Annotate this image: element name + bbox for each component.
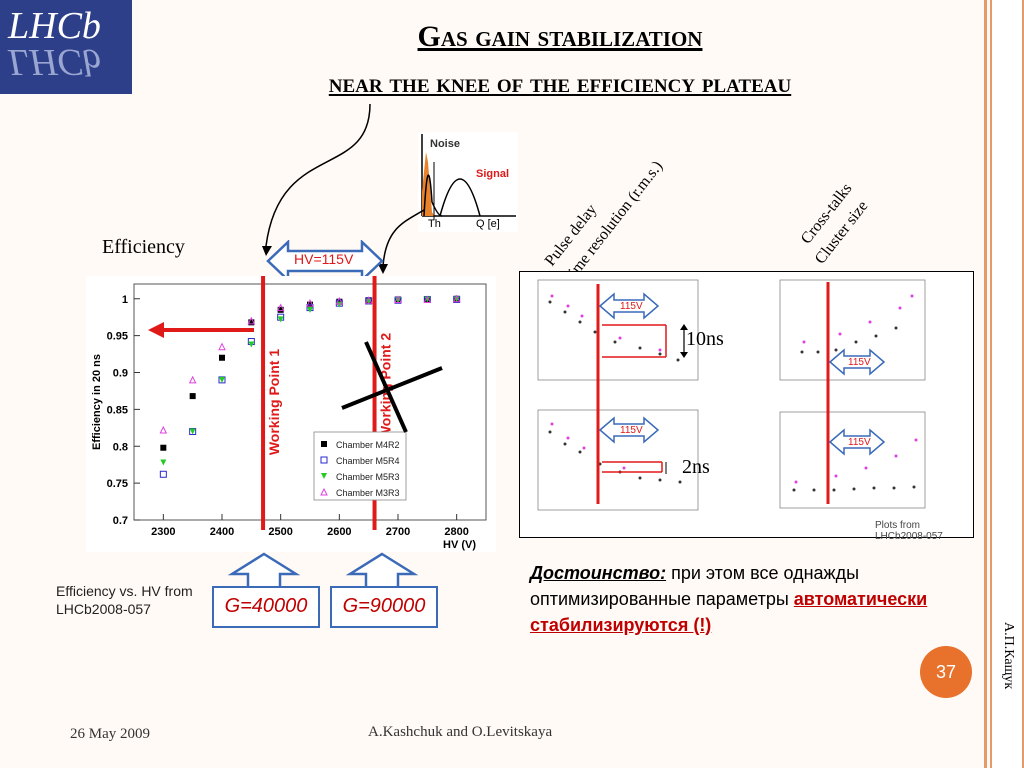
parameter-plots: [537, 279, 926, 511]
legend-box: [313, 431, 407, 501]
data-point: [219, 376, 225, 383]
hv-arrow-label: HV=115V: [294, 251, 354, 267]
hv-label-top-right: 115V: [848, 357, 871, 368]
hv-label-bottom-left: 115V: [620, 425, 643, 436]
plot-frame: [133, 283, 487, 521]
data-point: [335, 296, 344, 305]
efficiency-chart-panel: 0.7 0.75 0.8 0.85 0.9 0.95 1 2300 2400 2500 2600 27…: [86, 276, 496, 552]
page-title: Gas gain stabilization: [417, 20, 703, 53]
footer-authors: A.Kashchuk and O.Levitskaya: [368, 724, 553, 740]
advantage-heading: Достоинство:: [530, 563, 667, 583]
advantage-body: при этом все однажды оптимизированные па…: [530, 563, 860, 609]
efficiency-caption: Efficiency vs. HV from LHCb2008-057: [56, 582, 193, 618]
footer-date: 26 May 2009: [70, 726, 150, 742]
x-tick-label: 2400: [210, 526, 234, 538]
hv-double-arrow: [266, 240, 384, 282]
data-point: [159, 425, 168, 434]
legend-marker: [320, 487, 328, 496]
data-point: [218, 342, 226, 351]
y-axis-label: Efficiency in 20 ns: [91, 354, 103, 450]
parameter-plots-panel: 115V 115V 115V 115V 10ns 2ns Plots from …: [519, 271, 974, 542]
data-point: [452, 294, 461, 303]
advantage-text: Достоинство: при этом все однажды оптими…: [530, 560, 970, 638]
legend-entry: Chamber M4R2: [336, 440, 400, 450]
q-label: Q [e]: [476, 218, 500, 230]
noise-label: Noise: [430, 138, 460, 150]
legend-entry: Chamber M5R3: [336, 472, 400, 482]
cross-out-mark: [341, 341, 443, 433]
data-point: [277, 316, 284, 323]
th-label: Th: [428, 218, 441, 230]
lhcb-logo: LHCb LHCb: [0, 0, 132, 94]
caption-line-2: LHCb2008-057: [56, 601, 151, 617]
hv-label-bottom-right: 115V: [848, 437, 871, 448]
legend-marker: [321, 441, 327, 447]
efficiency-chart: 0.7 0.75 0.8 0.85 0.9 0.95 1 2300 2400 2500 2600 27…: [91, 276, 487, 551]
advantage-highlight: автоматически стабилизируются (!): [530, 589, 928, 635]
data-point: [219, 354, 225, 361]
legend-entry: Chamber M5R4: [336, 456, 400, 466]
data-point: [364, 296, 373, 304]
x-tick-label: 2800: [444, 526, 468, 538]
data-point: [160, 459, 167, 466]
x-tick-label: 2300: [151, 526, 175, 538]
side-author-name: А.П.Кащук: [1001, 622, 1016, 690]
data-point: [276, 303, 285, 312]
efficiency-label: Efficiency: [102, 236, 185, 258]
signal-label: Signal: [476, 168, 510, 180]
data-point: [189, 393, 196, 400]
x-tick-label: 2600: [327, 526, 351, 538]
logo-text: LHCb: [8, 5, 101, 47]
plots-from-label: Plots from LHCb2008-057: [875, 520, 943, 542]
x-tick-label: 2700: [386, 526, 410, 538]
legend-entry: Chamber M3R3: [336, 488, 400, 498]
gain-up-arrows: [227, 552, 419, 590]
delta-bottom-label: 2ns: [682, 456, 710, 478]
y-tick-label: 0.9: [113, 368, 128, 380]
data-point: [247, 316, 256, 325]
noise-signal-inset: Noise Signal Th Q [e]: [418, 132, 518, 232]
data-point: [424, 296, 431, 303]
data-point: [307, 306, 313, 313]
page-subtitle: near the knee of the efficiency plateau: [328, 68, 792, 98]
page-number-badge: 37: [920, 646, 972, 698]
data-point: [160, 444, 167, 451]
data-point: [159, 470, 167, 478]
legend-marker: [321, 473, 327, 479]
x-tick-label: 2500: [268, 526, 292, 538]
side-stripe: [984, 0, 987, 768]
delta-top-label: 10ns: [686, 328, 724, 350]
side-stripe: [990, 0, 1024, 768]
legend-marker: [320, 456, 328, 464]
data-point: [394, 295, 402, 303]
x-axis-label: HV (V): [443, 539, 476, 551]
y-tick-label: 0.75: [107, 478, 128, 490]
y-tick-label: 0.95: [107, 331, 128, 343]
noise-signal-plot: [421, 134, 516, 220]
y-tick-label: 0.8: [113, 441, 128, 453]
hv-label-top-left: 115V: [620, 301, 643, 312]
gain-box-wp2: G=90000: [330, 586, 438, 628]
data-point: [248, 341, 255, 348]
caption-line-1: Efficiency vs. HV from: [56, 583, 193, 599]
working-point-1-label: Working Point 1: [266, 349, 282, 456]
y-tick-label: 0.85: [107, 404, 128, 416]
y-tick-label: 1: [122, 294, 128, 306]
y-tick-label: 0.7: [113, 515, 128, 527]
gain-box-wp1: G=40000: [212, 586, 320, 628]
data-point: [336, 301, 343, 308]
data-point: [277, 306, 284, 313]
data-point: [306, 299, 314, 307]
data-point: [248, 319, 255, 326]
data-point: [423, 295, 432, 303]
red-left-arrow: [148, 322, 254, 338]
data-point: [188, 375, 197, 384]
data-point: [189, 428, 196, 435]
